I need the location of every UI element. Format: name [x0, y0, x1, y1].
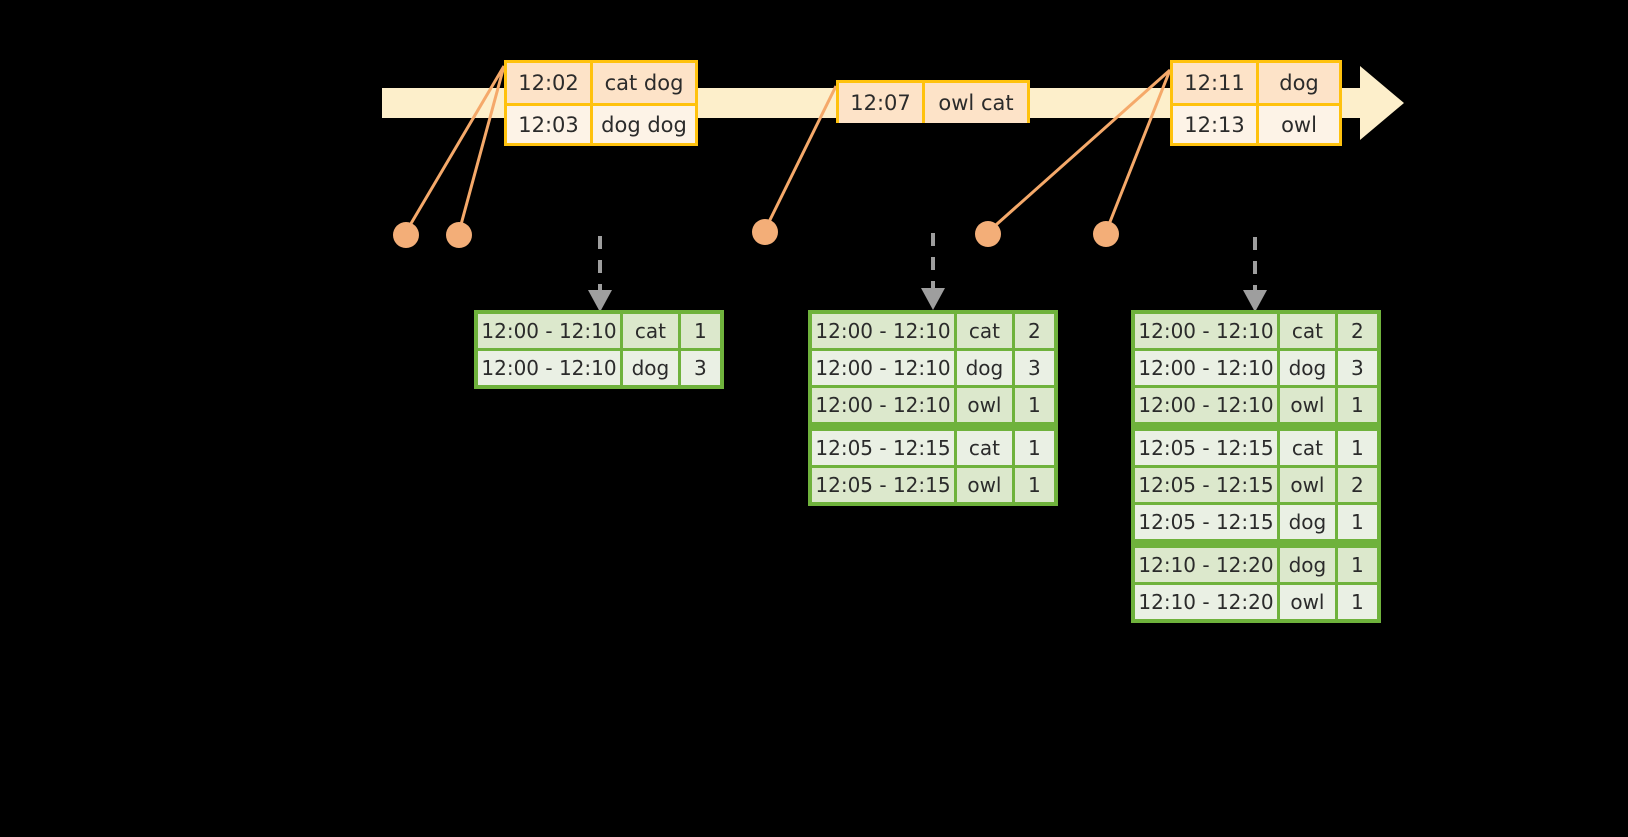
window-cell: 12:00 - 12:10	[1135, 351, 1277, 385]
result-table-3[interactable]: 12:00 - 12:10 cat 2 12:00 - 12:10 dog 3 …	[1131, 310, 1381, 623]
result-table-1[interactable]: 12:00 - 12:10 cat 1 12:00 - 12:10 dog 3	[474, 310, 724, 389]
event-time: 12:03	[507, 106, 593, 143]
event-row[interactable]: 12:03 dog dog	[507, 103, 695, 143]
event-value: cat dog	[593, 63, 695, 103]
event-value: owl	[1259, 106, 1339, 143]
count-cell: 3	[680, 351, 720, 385]
table-row[interactable]: 12:05 - 12:15 dog 1	[1135, 505, 1377, 539]
key-cell: cat	[956, 314, 1012, 348]
result-table-2[interactable]: 12:00 - 12:10 cat 2 12:00 - 12:10 dog 3 …	[808, 310, 1058, 506]
table-row[interactable]: 12:00 - 12:10 owl 1	[812, 388, 1054, 422]
count-cell: 1	[1337, 548, 1377, 582]
count-cell: 1	[1014, 468, 1054, 502]
event-dot-1211	[975, 221, 1001, 247]
key-cell: owl	[1279, 585, 1335, 619]
emit-arrowhead-2	[921, 288, 945, 310]
window-cell: 12:05 - 12:15	[812, 431, 954, 465]
event-dots	[393, 219, 1119, 248]
count-cell: 1	[1014, 388, 1054, 422]
table-row[interactable]: 12:10 - 12:20 dog 1	[1135, 548, 1377, 582]
table-row[interactable]: 12:05 - 12:15 owl 1	[812, 468, 1054, 502]
table-row[interactable]: 12:05 - 12:15 cat 1	[1135, 431, 1377, 465]
count-cell: 2	[1014, 314, 1054, 348]
event-row[interactable]: 12:02 cat dog	[507, 63, 695, 103]
table-row[interactable]: 12:00 - 12:10 cat 2	[1135, 314, 1377, 348]
key-cell: dog	[622, 351, 678, 385]
key-cell: cat	[1279, 314, 1335, 348]
table-row[interactable]: 12:05 - 12:15 owl 2	[1135, 468, 1377, 502]
table-row[interactable]: 12:00 - 12:10 cat 1	[478, 314, 720, 348]
emit-arrowhead-1	[588, 290, 612, 312]
window-cell: 12:05 - 12:15	[1135, 505, 1277, 539]
event-value: dog	[1259, 63, 1339, 103]
table-row[interactable]: 12:00 - 12:10 dog 3	[812, 351, 1054, 385]
table-row[interactable]: 12:00 - 12:10 owl 1	[1135, 388, 1377, 422]
key-cell: dog	[1279, 548, 1335, 582]
window-cell: 12:05 - 12:15	[1135, 431, 1277, 465]
event-time: 12:13	[1173, 106, 1259, 143]
event-dot-1207	[752, 219, 778, 245]
window-cell: 12:10 - 12:20	[1135, 585, 1277, 619]
event-group-3[interactable]: 12:11 dog 12:13 owl	[1170, 60, 1342, 146]
count-cell: 1	[1337, 585, 1377, 619]
event-time: 12:02	[507, 63, 593, 103]
event-dot-1203	[446, 222, 472, 248]
table-row[interactable]: 12:00 - 12:10 dog 3	[1135, 351, 1377, 385]
count-cell: 2	[1337, 314, 1377, 348]
key-cell: owl	[956, 388, 1012, 422]
count-cell: 1	[1014, 431, 1054, 465]
event-time: 12:07	[839, 83, 925, 123]
emit-arrowhead-3	[1243, 290, 1267, 312]
window-cell: 12:00 - 12:10	[478, 351, 620, 385]
key-cell: cat	[956, 431, 1012, 465]
table-row[interactable]: 12:10 - 12:20 owl 1	[1135, 585, 1377, 619]
window-cell: 12:00 - 12:10	[812, 314, 954, 348]
event-value: dog dog	[593, 106, 695, 143]
event-dot-1213	[1093, 221, 1119, 247]
key-cell: owl	[1279, 388, 1335, 422]
emit-arrows	[598, 233, 1257, 292]
table-row[interactable]: 12:00 - 12:10 dog 3	[478, 351, 720, 385]
event-group-2[interactable]: 12:07 owl cat	[836, 80, 1030, 123]
count-cell: 1	[1337, 388, 1377, 422]
window-cell: 12:00 - 12:10	[478, 314, 620, 348]
key-cell: dog	[1279, 351, 1335, 385]
event-group-1[interactable]: 12:02 cat dog 12:03 dog dog	[504, 60, 698, 146]
window-cell: 12:00 - 12:10	[1135, 314, 1277, 348]
count-cell: 3	[1337, 351, 1377, 385]
key-cell: owl	[1279, 468, 1335, 502]
window-cell: 12:10 - 12:20	[1135, 548, 1277, 582]
window-group-separator	[1135, 425, 1377, 428]
window-cell: 12:00 - 12:10	[812, 388, 954, 422]
event-row[interactable]: 12:13 owl	[1173, 103, 1339, 143]
window-group-separator	[1135, 542, 1377, 545]
event-row[interactable]: 12:11 dog	[1173, 63, 1339, 103]
event-row[interactable]: 12:07 owl cat	[839, 83, 1027, 123]
key-cell: dog	[956, 351, 1012, 385]
window-cell: 12:05 - 12:15	[812, 468, 954, 502]
table-row[interactable]: 12:00 - 12:10 cat 2	[812, 314, 1054, 348]
window-group-separator	[812, 425, 1054, 428]
table-row[interactable]: 12:05 - 12:15 cat 1	[812, 431, 1054, 465]
event-dot-1202	[393, 222, 419, 248]
count-cell: 3	[1014, 351, 1054, 385]
window-cell: 12:05 - 12:15	[1135, 468, 1277, 502]
count-cell: 1	[1337, 505, 1377, 539]
key-cell: cat	[622, 314, 678, 348]
count-cell: 1	[680, 314, 720, 348]
count-cell: 2	[1337, 468, 1377, 502]
key-cell: owl	[956, 468, 1012, 502]
emit-arrowheads	[588, 288, 1267, 312]
count-cell: 1	[1337, 431, 1377, 465]
event-value: owl cat	[925, 83, 1027, 123]
key-cell: cat	[1279, 431, 1335, 465]
key-cell: dog	[1279, 505, 1335, 539]
event-time: 12:11	[1173, 63, 1259, 103]
window-cell: 12:00 - 12:10	[1135, 388, 1277, 422]
window-cell: 12:00 - 12:10	[812, 351, 954, 385]
